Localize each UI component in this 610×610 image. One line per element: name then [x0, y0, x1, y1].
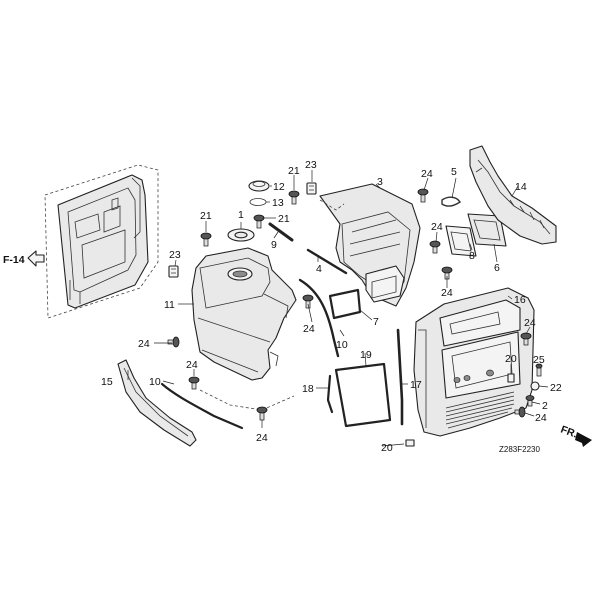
callout-13: 13 — [272, 197, 284, 209]
part-24-bolt-b — [429, 240, 441, 254]
part-19-seal — [334, 362, 392, 428]
part-3-rear-cover — [319, 183, 421, 307]
part-21-bolt-b — [253, 214, 265, 229]
callout-1: 1 — [238, 209, 244, 221]
part-14-handle — [469, 145, 557, 245]
part-24-bolt-a — [417, 188, 429, 203]
part-21-bolt-c — [200, 232, 212, 247]
callout-24-bottom: 24 — [256, 432, 268, 444]
callout-11: 11 — [164, 299, 175, 311]
callout-17: 17 — [410, 379, 422, 391]
part-22-nut — [530, 381, 540, 391]
part-15-side-strip — [117, 359, 197, 447]
part-18-strip — [326, 374, 334, 414]
callout-15: 15 — [101, 376, 113, 388]
part-24-bolt-d — [167, 336, 180, 348]
front-direction-indicator: FR. — [559, 424, 592, 447]
callout-3: 3 — [377, 176, 383, 188]
callout-22: 22 — [550, 382, 562, 394]
callout-18: 18 — [302, 383, 314, 395]
part-12-cap — [248, 180, 270, 192]
callout-25: 25 — [533, 354, 545, 366]
part-8-filter-cover — [445, 225, 477, 257]
part-20-grommet-b — [405, 439, 415, 447]
callout-24-left: 24 — [138, 338, 150, 350]
callout-8: 8 — [469, 250, 475, 262]
callout-24-bottom-right: 24 — [535, 412, 547, 424]
part-24-bolt-g — [188, 376, 200, 390]
callout-12: 12 — [273, 181, 285, 193]
part-20-grommet-a — [507, 373, 515, 383]
callout-24-at-3: 24 — [431, 221, 443, 233]
diagram-code: Z283F2230 — [499, 445, 540, 454]
callout-24-mid: 24 — [303, 323, 315, 335]
callout-9: 9 — [271, 239, 277, 251]
callout-10-left: 10 — [149, 376, 161, 388]
part-23-clip-lower — [168, 265, 179, 278]
part-9-rod — [268, 222, 294, 242]
front-arrow-icon — [575, 432, 592, 447]
reference-cover — [57, 174, 149, 309]
part-11-center-cover — [191, 247, 297, 381]
callout-23-left: 23 — [169, 249, 181, 261]
reference-arrow[interactable]: F-14 — [3, 250, 45, 267]
part-7-seal — [328, 288, 362, 320]
part-21-bolt-a — [288, 190, 300, 205]
part-24-bolt-i — [514, 406, 526, 418]
part-25-pin — [535, 363, 543, 377]
callout-23-top: 23 — [305, 159, 317, 171]
callout-21-top: 21 — [288, 165, 300, 177]
callout-24-right: 24 — [524, 317, 536, 329]
callout-24-lower-left: 24 — [186, 359, 198, 371]
callout-16: 16 — [514, 294, 526, 306]
part-24-bolt-h — [520, 332, 532, 346]
callout-4: 4 — [316, 263, 322, 275]
left-arrow-icon — [27, 250, 45, 267]
callout-10-right: 10 — [336, 339, 348, 351]
callout-19: 19 — [360, 349, 372, 361]
part-24-bolt-e — [302, 294, 314, 309]
callout-7: 7 — [373, 316, 379, 328]
callout-24-top: 24 — [421, 168, 433, 180]
part-17-cord — [396, 328, 404, 426]
part-23-clip-upper — [306, 182, 317, 195]
reference-cover-group — [44, 164, 159, 319]
callout-14: 14 — [515, 181, 527, 193]
front-direction-label: FR. — [559, 424, 579, 441]
part-13-ring — [249, 198, 267, 206]
callout-20-bottom: 20 — [381, 442, 393, 454]
reference-dashed-outline — [44, 164, 159, 319]
callout-21-left: 21 — [200, 210, 212, 222]
callout-24-at-8: 24 — [441, 287, 453, 299]
leader-lines — [127, 170, 549, 447]
callout-2: 2 — [542, 400, 548, 412]
callout-6: 6 — [494, 262, 500, 274]
part-6-filter — [467, 213, 507, 247]
part-1-gasket — [227, 228, 255, 242]
part-16-front-panel — [413, 287, 535, 437]
part-10-cord-upper — [298, 278, 340, 358]
reference-label: F-14 — [3, 254, 25, 266]
part-4-strip — [306, 248, 348, 275]
callout-21-mid: 21 — [278, 213, 290, 225]
part-24-bolt-c — [441, 266, 453, 280]
callout-20-right: 20 — [505, 353, 517, 365]
part-10-cord-lower — [160, 382, 244, 430]
callout-labels: 1 2 3 4 5 6 7 8 9 10 10 11 12 13 14 15 1… — [101, 159, 562, 454]
callout-5: 5 — [451, 166, 457, 178]
part-5-clip — [441, 196, 461, 207]
part-24-bolt-f — [256, 406, 268, 421]
